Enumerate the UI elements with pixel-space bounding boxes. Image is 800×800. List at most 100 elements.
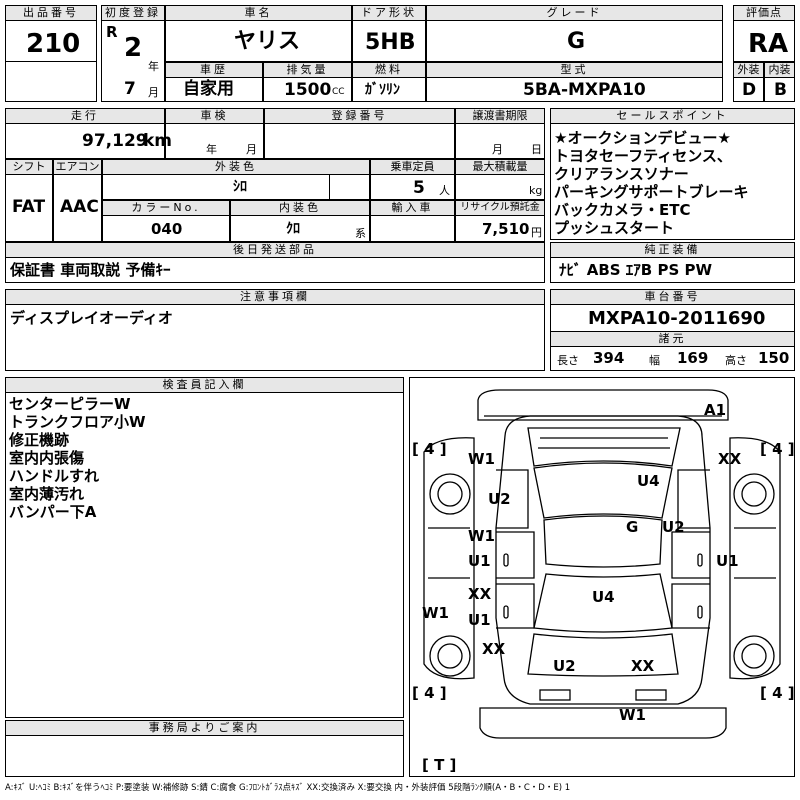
displacement: 1500 (284, 80, 332, 100)
mileage: 97,129 (82, 131, 148, 151)
damage-mark: U1 (468, 611, 491, 629)
ext-color-label: 外装色 (102, 159, 370, 175)
shift-cell: FAT (5, 174, 53, 242)
int-color-label: 内装色 (230, 200, 370, 216)
displacement-cell: 1500 CC (263, 77, 352, 102)
interior-label: 内装 (764, 62, 795, 78)
tire-bl: [ 4 ] (412, 684, 447, 702)
door-label: ドア形状 (352, 5, 426, 21)
door: 5HB (365, 30, 416, 55)
inspection-label: 車検 (165, 108, 264, 124)
spare-tire: [ T ] (422, 756, 457, 774)
parts-label: 後日発送部品 (5, 242, 545, 258)
transfer-label: 譲渡書期限 (455, 108, 545, 124)
legend: A:ｷｽﾞ U:ﾍｺﾐ B:ｷｽﾞを伴うﾍｺﾐ P:要塗装 W:補修跡 S:錆 … (5, 783, 571, 793)
sales-point: プッシュスタート (554, 219, 675, 237)
parts-cell: 保証書 車両取説 予備ｷｰ (5, 257, 545, 283)
ac: AAC (60, 197, 99, 217)
transfer-cell: 月 日 (455, 123, 545, 159)
inspector-line: バンパー下A (9, 503, 97, 521)
damage-mark: U4 (637, 472, 660, 490)
tire-br: [ 4 ] (760, 684, 795, 702)
model-label: 型式 (426, 62, 723, 78)
max-load-cell: kg (455, 174, 545, 200)
damage-mark: XX (482, 640, 506, 658)
inspector-line: ハンドルすれ (9, 467, 100, 485)
width-label: 幅 (649, 354, 660, 367)
chassis-label: 車台番号 (550, 289, 795, 305)
damage-mark: U2 (662, 518, 685, 536)
car-outline (423, 389, 781, 739)
damage-mark: W1 (422, 604, 449, 622)
inspector-line: センターピラーW (9, 395, 131, 413)
chassis-value: MXPA10-2011690 (588, 308, 766, 329)
lot-no-blank (5, 61, 97, 102)
sales-point: トヨタセーフティセンス、 (554, 147, 732, 165)
displacement-label: 排気量 (263, 62, 352, 78)
tire-tr: [ 4 ] (760, 440, 795, 458)
damage-mark: U2 (553, 657, 576, 675)
inspection-month-unit: 月 (246, 143, 257, 156)
grade-label: グレード (426, 5, 723, 21)
max-load-unit: kg (529, 184, 543, 197)
inspector-line: トランクフロア小W (9, 413, 146, 431)
equipment-label: 純正装備 (550, 242, 795, 258)
sales-label: セールスポイント (550, 108, 795, 124)
sales-points: ★オークションデビュー★ トヨタセーフティセンス、 クリアランスソナー パーキン… (550, 123, 795, 240)
import-cell (370, 215, 455, 242)
height-label: 高さ (725, 354, 747, 367)
damage-mark: XX (718, 450, 742, 468)
door-cell: 5HB (352, 20, 426, 62)
dims-label: 諸元 (550, 331, 795, 347)
damage-mark: XX (468, 585, 492, 603)
damage-mark: U2 (488, 490, 511, 508)
car-name-label: 車名 (165, 5, 352, 21)
score-label: 評価点 (733, 5, 795, 21)
shift: FAT (12, 197, 46, 217)
notes-label: 注意事項欄 (5, 289, 545, 305)
ext-color: ｼﾛ (233, 179, 247, 195)
transfer-day-unit: 日 (531, 143, 542, 156)
ext-color-extra (329, 174, 370, 200)
ac-cell: AAC (53, 174, 102, 242)
damage-mark: W1 (619, 706, 646, 724)
history-cell: 自家用 (165, 77, 263, 102)
length: 394 (593, 349, 625, 367)
interior: B (774, 80, 787, 100)
capacity: 5 (413, 178, 425, 198)
model: 5BA-MXPA10 (523, 80, 646, 100)
first-reg-label: 初度登録 (101, 5, 165, 21)
damage-mark: W1 (468, 450, 495, 468)
equipment-value: ﾅﾋﾞ ABS ｴｱB PS PW (559, 261, 713, 279)
fuel-cell: ｶﾞｿﾘﾝ (352, 77, 426, 102)
office-cell (5, 735, 404, 777)
era: R (106, 23, 118, 41)
lot-no-label: 出品番号 (5, 5, 97, 21)
transfer-month-unit: 月 (492, 143, 503, 156)
capacity-cell: 5 人 (370, 174, 455, 200)
height: 150 (758, 349, 790, 367)
inspection-cell: 年 月 (165, 123, 264, 159)
reg-month: 7 (124, 79, 136, 99)
ac-label: エアコン (53, 159, 102, 175)
reg-year: 2 (124, 33, 143, 63)
score: RA (748, 29, 789, 59)
sales-point: パーキングサポートブレーキ (554, 183, 749, 201)
reg-no-label: 登録番号 (264, 108, 455, 124)
exterior-cell: D (733, 77, 764, 102)
lot-no: 210 (26, 29, 81, 59)
chassis-cell: MXPA10-2011690 (550, 304, 795, 332)
reg-no-cell (264, 123, 455, 159)
exterior: D (742, 80, 757, 100)
color-no-label: カラーNo. (102, 200, 230, 216)
shift-label: シフト (5, 159, 53, 175)
history-label: 車歴 (165, 62, 263, 78)
color-no-cell: 040 (102, 215, 230, 242)
recycle: 7,510 (482, 220, 530, 238)
fuel-label: 燃料 (352, 62, 426, 78)
office-label: 事務局よりご案内 (5, 720, 404, 736)
int-color-cell: ｸﾛ 系 (230, 215, 370, 242)
damage-mark: G (626, 518, 639, 536)
mileage-unit: km (143, 131, 173, 151)
mileage-cell: 97,129 km (5, 123, 172, 159)
